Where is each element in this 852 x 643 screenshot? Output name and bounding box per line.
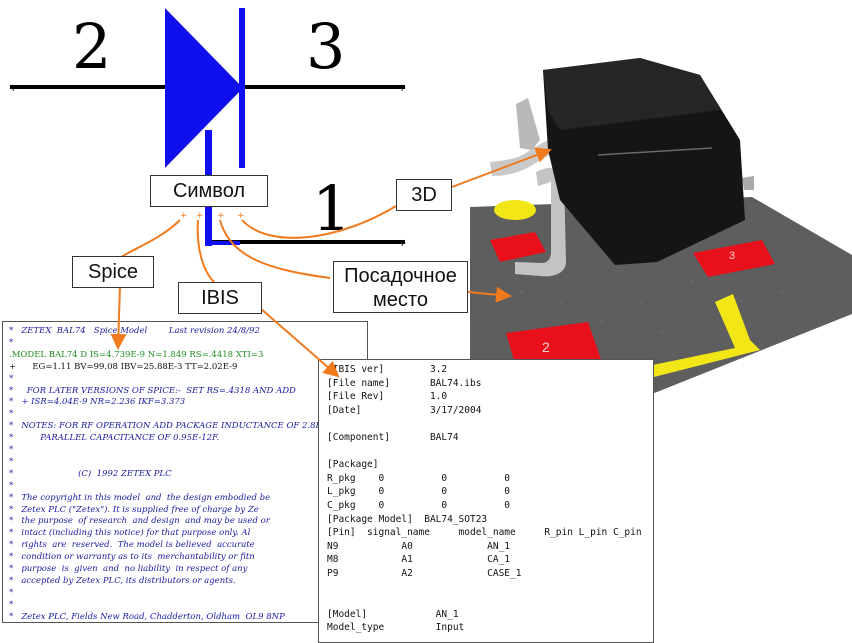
ibis-line: N9 A0 AN_1 [327, 540, 511, 552]
ibis-label: IBIS [178, 282, 262, 314]
ibis-line: [Model] AN_1 [327, 608, 459, 620]
pin1-marker-silk [494, 200, 536, 220]
cathode-bar [239, 8, 245, 168]
ibis-line: [Date] 3/17/2004 [327, 404, 482, 416]
spice-line: * [9, 409, 14, 420]
ibis-model-panel: [IBIS ver] 3.2 [File name] BAL74.ibs [File… [318, 359, 654, 643]
spice-line: * FOR LATER VERSIONS OF SPICE:- SET RS=.… [9, 385, 296, 396]
symbol-label: Символ [150, 175, 268, 207]
spice-model-panel: * ZETEX BAL74 Spice Model Last revision … [2, 321, 368, 623]
spice-line: * intact (including this notice) for tha… [9, 528, 251, 539]
lead-right [742, 176, 754, 190]
footprint-label: Посадочное место [333, 261, 468, 313]
pad-right [693, 240, 775, 277]
ibis-line: [Package] [327, 459, 379, 471]
spice-line: * ZETEX BAL74 Spice Model Last revision … [9, 326, 260, 336]
diode-triangle [165, 8, 243, 168]
ibis-line: M8 A1 CA_1 [327, 554, 511, 566]
pin-2-number: 2 [72, 10, 112, 83]
ibis-line: [IBIS ver] 3.2 [327, 364, 448, 375]
spice-line: * [9, 599, 14, 610]
pad-left-number: 2 [542, 339, 550, 355]
3d-label: 3D [396, 179, 452, 211]
ibis-line: C_pkg 0 0 0 [327, 500, 511, 511]
spice-line: * rights are reserved. The model is beli… [9, 540, 255, 551]
svg-text:+: + [237, 211, 245, 221]
corner-silk [643, 294, 760, 378]
ibis-line: [Pin] signal_name model_name R_pin L_pin… [327, 527, 642, 539]
package-top [543, 58, 720, 130]
spice-line: * purpose is given and no liability in r… [9, 564, 248, 574]
spice-line: * + ISR=4.04E-9 NR=2.236 IKF=3.373 [9, 397, 186, 408]
ibis-line: [File Rev] 1.0 [327, 391, 448, 403]
ibis-line: [File name] BAL74.ibs [327, 377, 482, 389]
diode-symbol: + + + + + + + [9, 8, 406, 249]
ibis-line: [Package Model] BAL74_SOT23 [327, 513, 488, 525]
spice-label: Spice [72, 256, 154, 288]
lead-bottom [515, 167, 566, 277]
spice-line: * The copyright in this model and the de… [9, 492, 271, 503]
svg-text:+: + [398, 83, 406, 94]
spice-line: * [9, 480, 14, 491]
package-seam [597, 147, 713, 156]
spice-line: + EG=1.11 BV=99.08 IBV=25.88E-3 TT=2.02E… [9, 361, 238, 372]
spice-line: * [9, 445, 14, 455]
pad-1 [490, 232, 546, 262]
spice-line: * (C) 1992 ZETEX PLC [9, 468, 172, 479]
ibis-line: Model_type Input [327, 622, 465, 634]
ibis-line: [Component] BAL74 [327, 432, 459, 443]
spice-line: * PARALLEL CAPACITANCE OF 0.95E-12F. [9, 433, 220, 444]
svg-text:+: + [196, 211, 204, 221]
svg-text:+: + [217, 211, 225, 221]
ibis-line: L_pkg 0 0 0 [327, 486, 511, 498]
pin-3-number: 3 [306, 10, 346, 83]
spice-line: * accepted by Zetex PLC, its distributor… [9, 575, 236, 586]
spice-line: .MODEL BAL74 D IS=4.739E-9 N=1.849 RS=.4… [9, 349, 264, 360]
svg-text:+: + [9, 83, 17, 94]
spice-line: * NOTES: FOR RF OPERATION ADD PACKAGE IN… [9, 421, 331, 432]
spice-line: * [9, 373, 14, 384]
ibis-line: P9 A2 CASE_1 [327, 568, 522, 579]
spice-line: * the purpose of research and design and… [9, 516, 270, 527]
spice-line: * [9, 587, 14, 598]
spice-line: * Zetex PLC ("Zetex"). It is supplied fr… [9, 504, 259, 515]
ibis-line: R_pkg 0 0 0 [327, 472, 511, 484]
svg-text:+: + [398, 238, 406, 249]
pad-right-number: 3 [729, 250, 736, 262]
pin-1-number: 1 [312, 172, 352, 245]
spice-line: * [9, 456, 14, 467]
spice-line: * [9, 337, 14, 348]
spice-line: * Zetex PLC, Fields New Road, Chadderton… [9, 611, 285, 622]
spice-line: * condition or warranty as to its mercha… [9, 552, 255, 563]
svg-text:+: + [180, 211, 188, 221]
lead-top-bend [516, 98, 540, 150]
